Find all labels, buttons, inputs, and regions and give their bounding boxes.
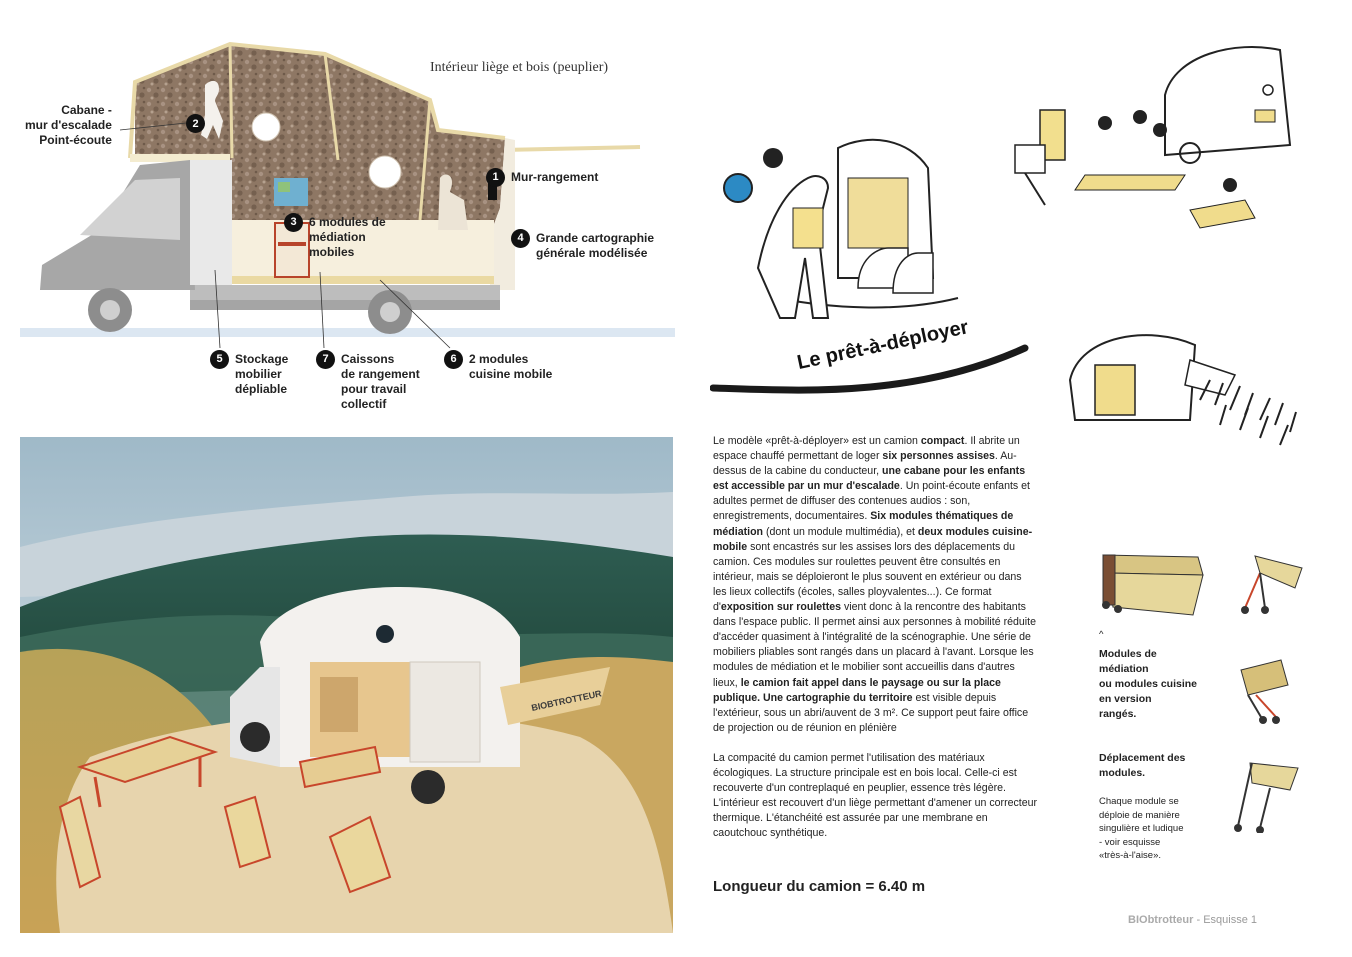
folded-module-sketch — [1241, 555, 1303, 614]
truck-cutaway-drawing — [20, 41, 675, 349]
moving-module-sketch — [1240, 659, 1289, 724]
callout-5: 5 Stockage mobilier dépliable — [210, 350, 289, 397]
awning-gathering-sketch — [1068, 334, 1297, 446]
deplacement-text-line: déploie de manière — [1099, 809, 1180, 821]
callout-number: 4 — [511, 229, 530, 248]
heading-swoosh — [710, 344, 1029, 394]
callout-text: Mur-rangement — [511, 170, 599, 184]
deplacement-text-line: Chaque module se — [1099, 796, 1179, 807]
emphasis-text: le camion fait appel dans le paysage ou … — [713, 676, 1001, 704]
page-footer: BIObtrotteur - Esquisse 1 — [1128, 914, 1257, 926]
callout-text: collectif — [341, 397, 387, 411]
modules-note-line: en version — [1099, 693, 1152, 705]
emphasis-text: compact — [920, 435, 965, 447]
callout-2-number: 2 — [186, 114, 205, 133]
callout-number: 3 — [284, 213, 303, 232]
deplacement-title-line: modules. — [1099, 767, 1146, 779]
description-text: Le modèle «prêt-à-déployer» est un camio… — [713, 434, 1038, 856]
deplacement-text-line: «très-à-l'aise». — [1099, 850, 1162, 861]
callout-text: médiation — [309, 230, 366, 244]
callout-text: de rangement — [341, 367, 420, 381]
modules-note-line: rangés. — [1099, 708, 1137, 720]
callout-number: 5 — [210, 350, 229, 369]
callout-text: 6 modules de — [309, 215, 386, 229]
deplacement-title: Déplacement des modules. — [1099, 751, 1185, 781]
interior-sketch — [723, 138, 959, 319]
body-text-run: . Il abrite un espace chauffé permettant… — [713, 435, 1020, 463]
description-paragraph-2: La compacité du camion permet l'utilisat… — [713, 751, 1038, 840]
interior-materials-label: Intérieur liège et bois (peuplier) — [430, 60, 609, 75]
footer-separator: - — [1193, 914, 1204, 926]
callout-number: 1 — [486, 168, 505, 187]
callout-text: Point-écoute — [39, 133, 112, 147]
caret-mark: ^ — [1099, 629, 1104, 640]
callout-1: 1 Mur-rangement — [486, 168, 599, 187]
modules-note: Modules de médiation ou modules cuisine … — [1099, 647, 1197, 722]
body-text-run: vient donc à la rencontre des habitants … — [713, 601, 1036, 689]
deplacement-text-line: - voir esquisse — [1099, 836, 1161, 848]
truck-length: Longueur du camion = 6.40 m — [713, 878, 926, 895]
body-text-run: Le modèle «prêt-à-déployer» est un camio… — [713, 435, 921, 447]
callout-text: Stockage — [235, 352, 289, 366]
footer-brand: BIObtrotteur — [1128, 914, 1194, 926]
callout-2: Cabane - mur d'escalade Point-écoute — [25, 103, 112, 148]
body-text-run: . Au-dessus de la cabine du conducteur, — [713, 450, 1017, 478]
callout-text: 2 modules — [469, 352, 529, 366]
emphasis-text: exposition sur roulettes — [720, 601, 842, 614]
deployed-module-sketch — [1234, 762, 1299, 833]
outdoor-deployment-sketch — [1014, 46, 1292, 229]
truck-cutaway-diagram: Intérieur liège et bois (peuplier) 1 Mur… — [20, 30, 680, 420]
modules-note-line: ou modules cuisine — [1099, 678, 1198, 690]
callout-6: 6 2 modules cuisine mobile — [444, 350, 553, 382]
callout-text: Cabane - — [61, 103, 112, 117]
body-text-run: sont encastrés sur les assises lors des … — [713, 540, 1022, 614]
callout-text: cuisine mobile — [469, 367, 553, 381]
callout-number: 6 — [444, 350, 463, 369]
callout-text: Caissons — [341, 352, 395, 366]
callout-3: 3 6 modules de médiation mobiles — [284, 213, 386, 260]
description-paragraph-1: Le modèle «prêt-à-déployer» est un camio… — [713, 434, 1038, 736]
callout-7: 7 Caissons de rangement pour travail col… — [316, 350, 420, 412]
footer-doc: Esquisse 1 — [1203, 914, 1257, 926]
body-text-run: est visible depuis l'extérieur, sous un … — [713, 691, 1029, 734]
callout-text: Grande cartographie — [536, 231, 655, 245]
callout-text: pour travail — [341, 382, 407, 396]
modules-note-line: médiation — [1099, 663, 1149, 675]
truck-in-landscape-drawing: BIOBTROTTEUR — [20, 437, 673, 933]
stored-module-sketch — [1102, 554, 1204, 616]
emphasis-text: six personnes assises — [882, 450, 995, 463]
landscape-render-image: BIOBTROTTEUR — [20, 437, 673, 933]
callout-text: mobiles — [309, 245, 355, 259]
modules-note-line: Modules de — [1099, 648, 1157, 660]
body-text-run: . Un point-écoute enfants et adultes per… — [713, 480, 1030, 523]
callout-number: 7 — [316, 350, 335, 369]
callout-text: générale modélisée — [536, 246, 648, 260]
body-text-run: (dont un module multimédia), et — [763, 525, 918, 538]
deplacement-text-line: singulière et ludique — [1099, 823, 1184, 834]
callout-text: mobilier — [235, 367, 282, 381]
callout-text: mur d'escalade — [25, 118, 112, 132]
deplacement-title-line: Déplacement des — [1099, 752, 1186, 764]
callout-text: dépliable — [235, 382, 288, 396]
callout-4: 4 Grande cartographie générale modélisée — [511, 229, 655, 261]
emphasis-text: une cabane pour les enfants est accessib… — [713, 465, 1026, 493]
emphasis-text: Six modules thématiques de médiation — [713, 510, 1014, 538]
deplacement-text: Chaque module se déploie de manière sing… — [1099, 795, 1184, 863]
emphasis-text: deux modules cuisine-mobile — [713, 525, 1033, 553]
